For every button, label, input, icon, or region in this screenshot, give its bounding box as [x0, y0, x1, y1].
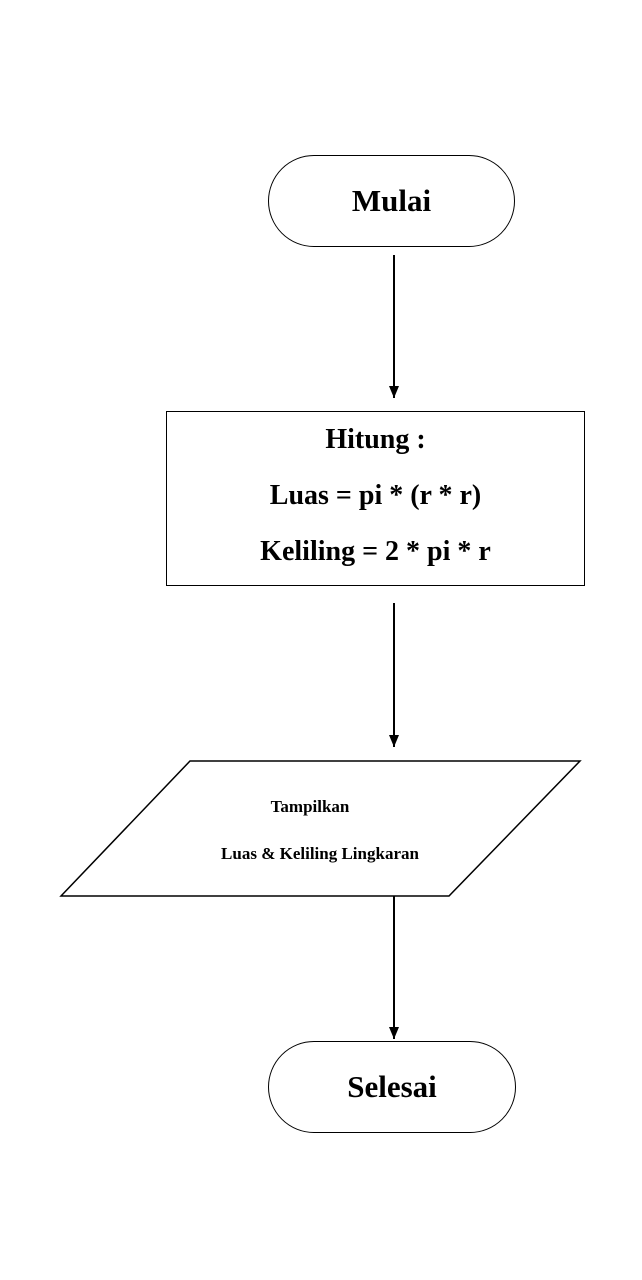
output-line-1: Tampilkan: [270, 797, 350, 816]
end-terminal: Selesai: [268, 1041, 516, 1133]
output-parallelogram: [59, 760, 582, 897]
arrowhead-output-to-end: [389, 1027, 399, 1039]
process-formula-area: Luas = pi * (r * r): [269, 480, 482, 511]
end-label: Selesai: [347, 1069, 437, 1104]
process-box: Hitung : Luas = pi * (r * r) Keliling = …: [166, 411, 585, 586]
process-title: Hitung :: [325, 424, 426, 455]
arrowhead-process-to-output: [389, 735, 399, 747]
process-formula-circumference: Keliling = 2 * pi * r: [260, 536, 491, 567]
arrowhead-start-to-process: [389, 386, 399, 398]
start-label: Mulai: [351, 183, 432, 218]
start-terminal: Mulai: [268, 155, 515, 247]
output-line-2: Luas & Keliling Lingkaran: [221, 844, 419, 863]
